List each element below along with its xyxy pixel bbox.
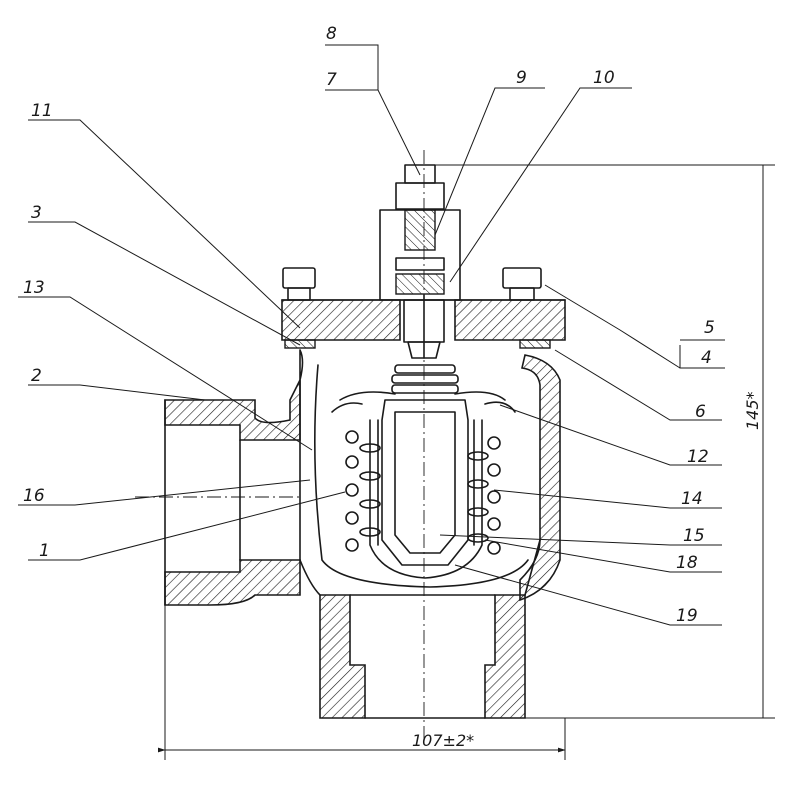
callout-6: 6 (695, 402, 706, 422)
callout-10: 10 (593, 68, 615, 88)
callout-3: 3 (31, 203, 42, 223)
height-dimension-label: 145* (743, 391, 762, 430)
dimension-height: 145* (435, 164, 775, 719)
valve-body (164, 349, 561, 719)
dimension-width: 107±2* (157, 605, 566, 760)
spring-coils-right (467, 436, 501, 555)
callout-5: 5 (704, 318, 715, 338)
callout-7: 7 (326, 70, 337, 90)
callout-2: 2 (31, 366, 42, 386)
callout-leaders (18, 44, 725, 626)
callout-14: 14 (681, 489, 703, 509)
callout-16: 16 (23, 486, 45, 506)
callout-13: 13 (23, 278, 45, 298)
callout-4: 4 (701, 348, 712, 368)
stem-assembly (379, 164, 461, 359)
callout-1: 1 (39, 541, 50, 561)
callout-11: 11 (31, 101, 53, 121)
callout-9: 9 (516, 68, 527, 88)
thermostatic-bellows (331, 364, 516, 579)
callout-8: 8 (326, 24, 337, 44)
callout-19: 19 (676, 606, 698, 626)
top-cover (281, 267, 566, 349)
callout-12: 12 (687, 447, 709, 467)
width-dimension-label: 107±2* (412, 731, 474, 750)
callout-15: 15 (683, 526, 705, 546)
spring-coils-left (345, 430, 381, 552)
callout-18: 18 (676, 553, 698, 573)
callout-labels: 8 7 9 10 11 3 13 2 16 1 5 4 6 12 14 15 1… (23, 24, 715, 626)
